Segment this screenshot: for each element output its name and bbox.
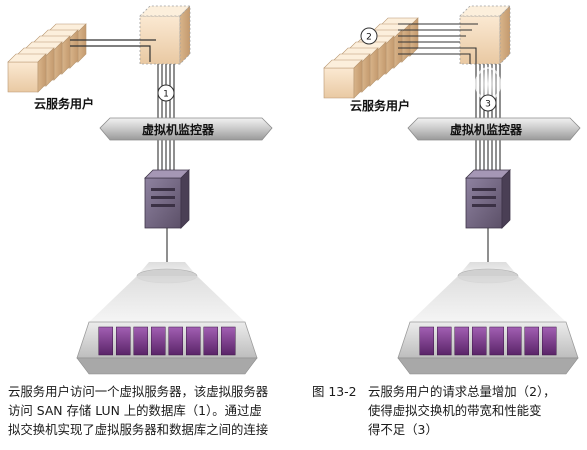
svg-text:1: 1 bbox=[163, 90, 169, 100]
storage-disk bbox=[186, 326, 201, 356]
left-virtual-switch bbox=[144, 169, 190, 229]
right-connection-lines bbox=[398, 23, 478, 64]
left-caption-line: 拟交换机实现了虚拟服务器和数据库之间的连接 bbox=[8, 422, 269, 437]
storage-disk bbox=[489, 326, 504, 356]
left-hypervisor-bar bbox=[99, 117, 273, 141]
svg-text:3: 3 bbox=[485, 100, 491, 110]
left-storage-cells bbox=[98, 326, 236, 356]
storage-disk bbox=[472, 326, 487, 356]
left-users-label: 云服务用户 bbox=[34, 96, 94, 111]
storage-disk bbox=[507, 326, 522, 356]
right-caption-line: 云服务用户的请求总量增加（2）， bbox=[368, 384, 556, 399]
right-storage-array bbox=[397, 261, 579, 375]
left-connection-lines bbox=[70, 39, 156, 62]
storage-disk bbox=[151, 326, 166, 356]
storage-disk bbox=[542, 326, 557, 356]
storage-disk bbox=[419, 326, 434, 356]
left-step-marker-1: 1 bbox=[157, 84, 175, 102]
left-caption-line: 云服务用户访问一个虚拟服务器，该虚拟服务器 bbox=[8, 384, 269, 399]
right-virtual-switch bbox=[465, 169, 511, 229]
right-step-marker-3: 3 bbox=[479, 94, 497, 112]
storage-disk bbox=[221, 326, 236, 356]
right-virtual-server bbox=[459, 5, 511, 65]
right-storage-cells bbox=[419, 326, 557, 356]
storage-disk bbox=[98, 326, 113, 356]
left-caption: 云服务用户访问一个虚拟服务器，该虚拟服务器 访问 SAN 存储 LUN 上的数据… bbox=[8, 382, 298, 439]
left-caption-line: 访问 SAN 存储 LUN 上的数据库（1）。通过虚 bbox=[8, 403, 262, 418]
storage-disk bbox=[133, 326, 148, 356]
right-panel: 云服务用户 2 bbox=[323, 5, 581, 375]
storage-disk bbox=[116, 326, 131, 356]
storage-disk bbox=[203, 326, 218, 356]
left-storage-array bbox=[76, 261, 258, 375]
right-caption-line: 使得虚拟交换机的带宽和性能变 bbox=[368, 403, 542, 418]
right-hypervisor-bar bbox=[407, 117, 581, 141]
left-user-group bbox=[7, 23, 87, 93]
left-panel: 云服务用户 1 虚拟机监控器 bbox=[7, 5, 273, 375]
storage-disk bbox=[524, 326, 539, 356]
right-caption-line: 得不足（3） bbox=[368, 422, 438, 437]
right-caption: 云服务用户的请求总量增加（2）， 使得虚拟交换机的带宽和性能变 得不足（3） bbox=[368, 382, 583, 439]
right-step-marker-2: 2 bbox=[360, 27, 378, 45]
storage-disk bbox=[168, 326, 183, 356]
right-users-label: 云服务用户 bbox=[350, 98, 410, 113]
storage-disk bbox=[437, 326, 452, 356]
left-hypervisor-label: 虚拟机监控器 bbox=[142, 122, 215, 137]
right-hypervisor-label: 虚拟机监控器 bbox=[450, 122, 523, 137]
figure-number: 图 13-2 bbox=[312, 384, 357, 399]
svg-text:2: 2 bbox=[366, 33, 372, 43]
storage-disk bbox=[454, 326, 469, 356]
left-virtual-server bbox=[139, 5, 191, 65]
